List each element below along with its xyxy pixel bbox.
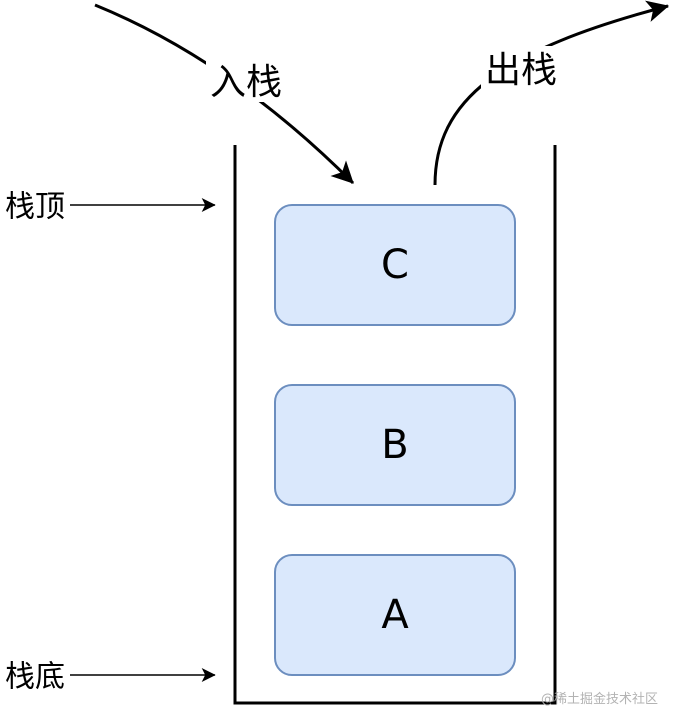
pop-arrow — [433, 0, 670, 186]
stack-item-c: C — [274, 204, 516, 326]
pop-label: 出栈 — [485, 50, 557, 91]
stack-bottom-label: 栈底 — [5, 660, 65, 695]
stack-top-label: 栈顶 — [5, 190, 65, 225]
push-label: 入栈 — [210, 62, 282, 103]
stack-item-label: A — [381, 592, 409, 638]
stack-item-a: A — [274, 554, 516, 676]
stack-item-box — [274, 384, 516, 506]
stack-item-box — [274, 554, 516, 676]
pop-label-bg — [481, 46, 563, 90]
stack-container — [233, 145, 557, 705]
watermark: @稀土掘金技术社区 — [541, 691, 658, 707]
stack-item-box — [274, 204, 516, 326]
stack-item-label: B — [381, 422, 408, 468]
stack-item-label: C — [381, 242, 409, 288]
push-label-bg — [206, 58, 288, 102]
stack-item-b: B — [274, 384, 516, 506]
